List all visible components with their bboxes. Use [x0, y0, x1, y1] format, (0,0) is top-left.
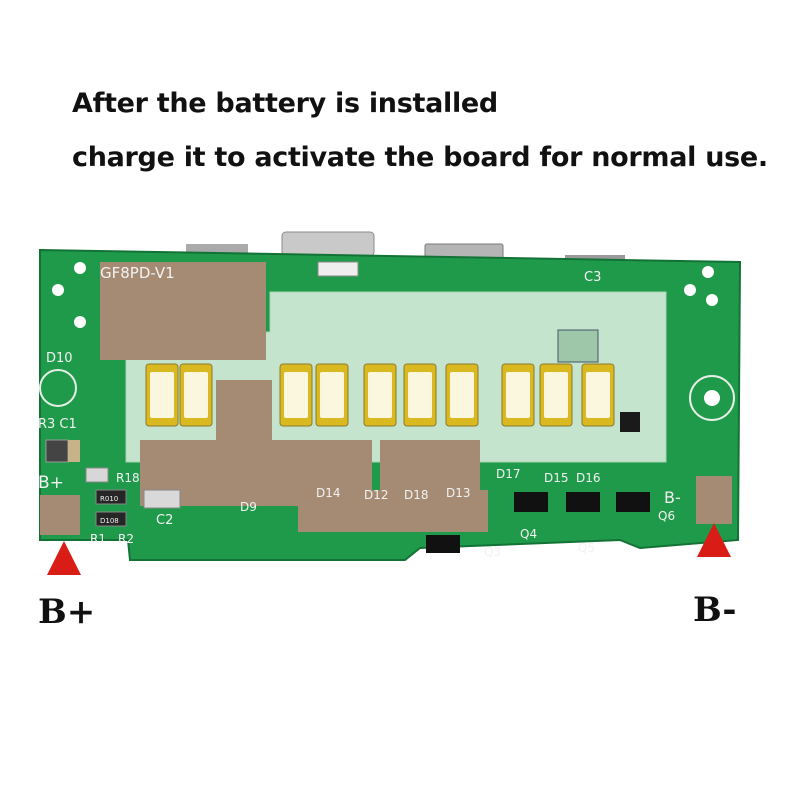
silk-c3: C3: [584, 270, 601, 285]
silk-q5: Q5: [578, 541, 595, 555]
usb-c-connector: [281, 231, 375, 257]
silk-d14: D14: [316, 486, 341, 500]
silk-r2: R2: [118, 532, 134, 546]
led-lens-7: [450, 372, 474, 418]
led-lens-3: [284, 372, 308, 418]
silk-d13: D13: [446, 486, 471, 500]
silk-r010: R010: [100, 495, 118, 503]
copper-pads: [40, 262, 732, 535]
caption-line-2: charge it to activate the board for norm…: [72, 142, 768, 173]
silk-d10: D10: [46, 351, 73, 366]
led-lens-8: [506, 372, 530, 418]
silk-board-name: GF8PD-V1: [100, 264, 175, 282]
silk-r3c1: R3 C1: [38, 417, 77, 432]
caption-line-1: After the battery is installed: [72, 88, 498, 119]
mount-hole-right: [704, 390, 720, 406]
silk-d16: D16: [576, 471, 601, 485]
silk-r18: R18: [116, 471, 140, 485]
mount-ring-right: [689, 375, 735, 421]
silk-bplus: B+: [38, 473, 64, 493]
led-lens-10: [586, 372, 610, 418]
silk-c2: C2: [156, 513, 173, 528]
red-marker-bplus: [47, 541, 81, 575]
mounting-holes: [52, 262, 718, 328]
silk-d12: D12: [364, 488, 389, 502]
silk-q4: Q4: [520, 527, 537, 541]
led-lens-2: [184, 372, 208, 418]
silk-q3: Q3: [484, 545, 501, 559]
mount-ring-left: [39, 369, 77, 407]
led-lens-6: [408, 372, 432, 418]
silk-d15: D15: [544, 471, 569, 485]
silk-bminus: B-: [664, 488, 681, 507]
silk-r1: R1: [90, 532, 106, 546]
led-row: [145, 363, 615, 427]
silk-d17: D17: [496, 467, 521, 481]
silk-d18: D18: [404, 488, 429, 502]
led-lens-4: [320, 372, 344, 418]
led-lens-1: [150, 372, 174, 418]
silk-d108: D108: [100, 517, 119, 525]
smd-parts: [45, 261, 650, 553]
silk-d9: D9: [240, 500, 257, 514]
red-marker-bminus: [697, 523, 731, 557]
led-lens-5: [368, 372, 392, 418]
led-lens-9: [544, 372, 568, 418]
silk-q6: Q6: [658, 509, 675, 523]
terminal-label-bminus: B-: [693, 590, 737, 630]
terminal-label-bplus: B+: [38, 592, 96, 632]
